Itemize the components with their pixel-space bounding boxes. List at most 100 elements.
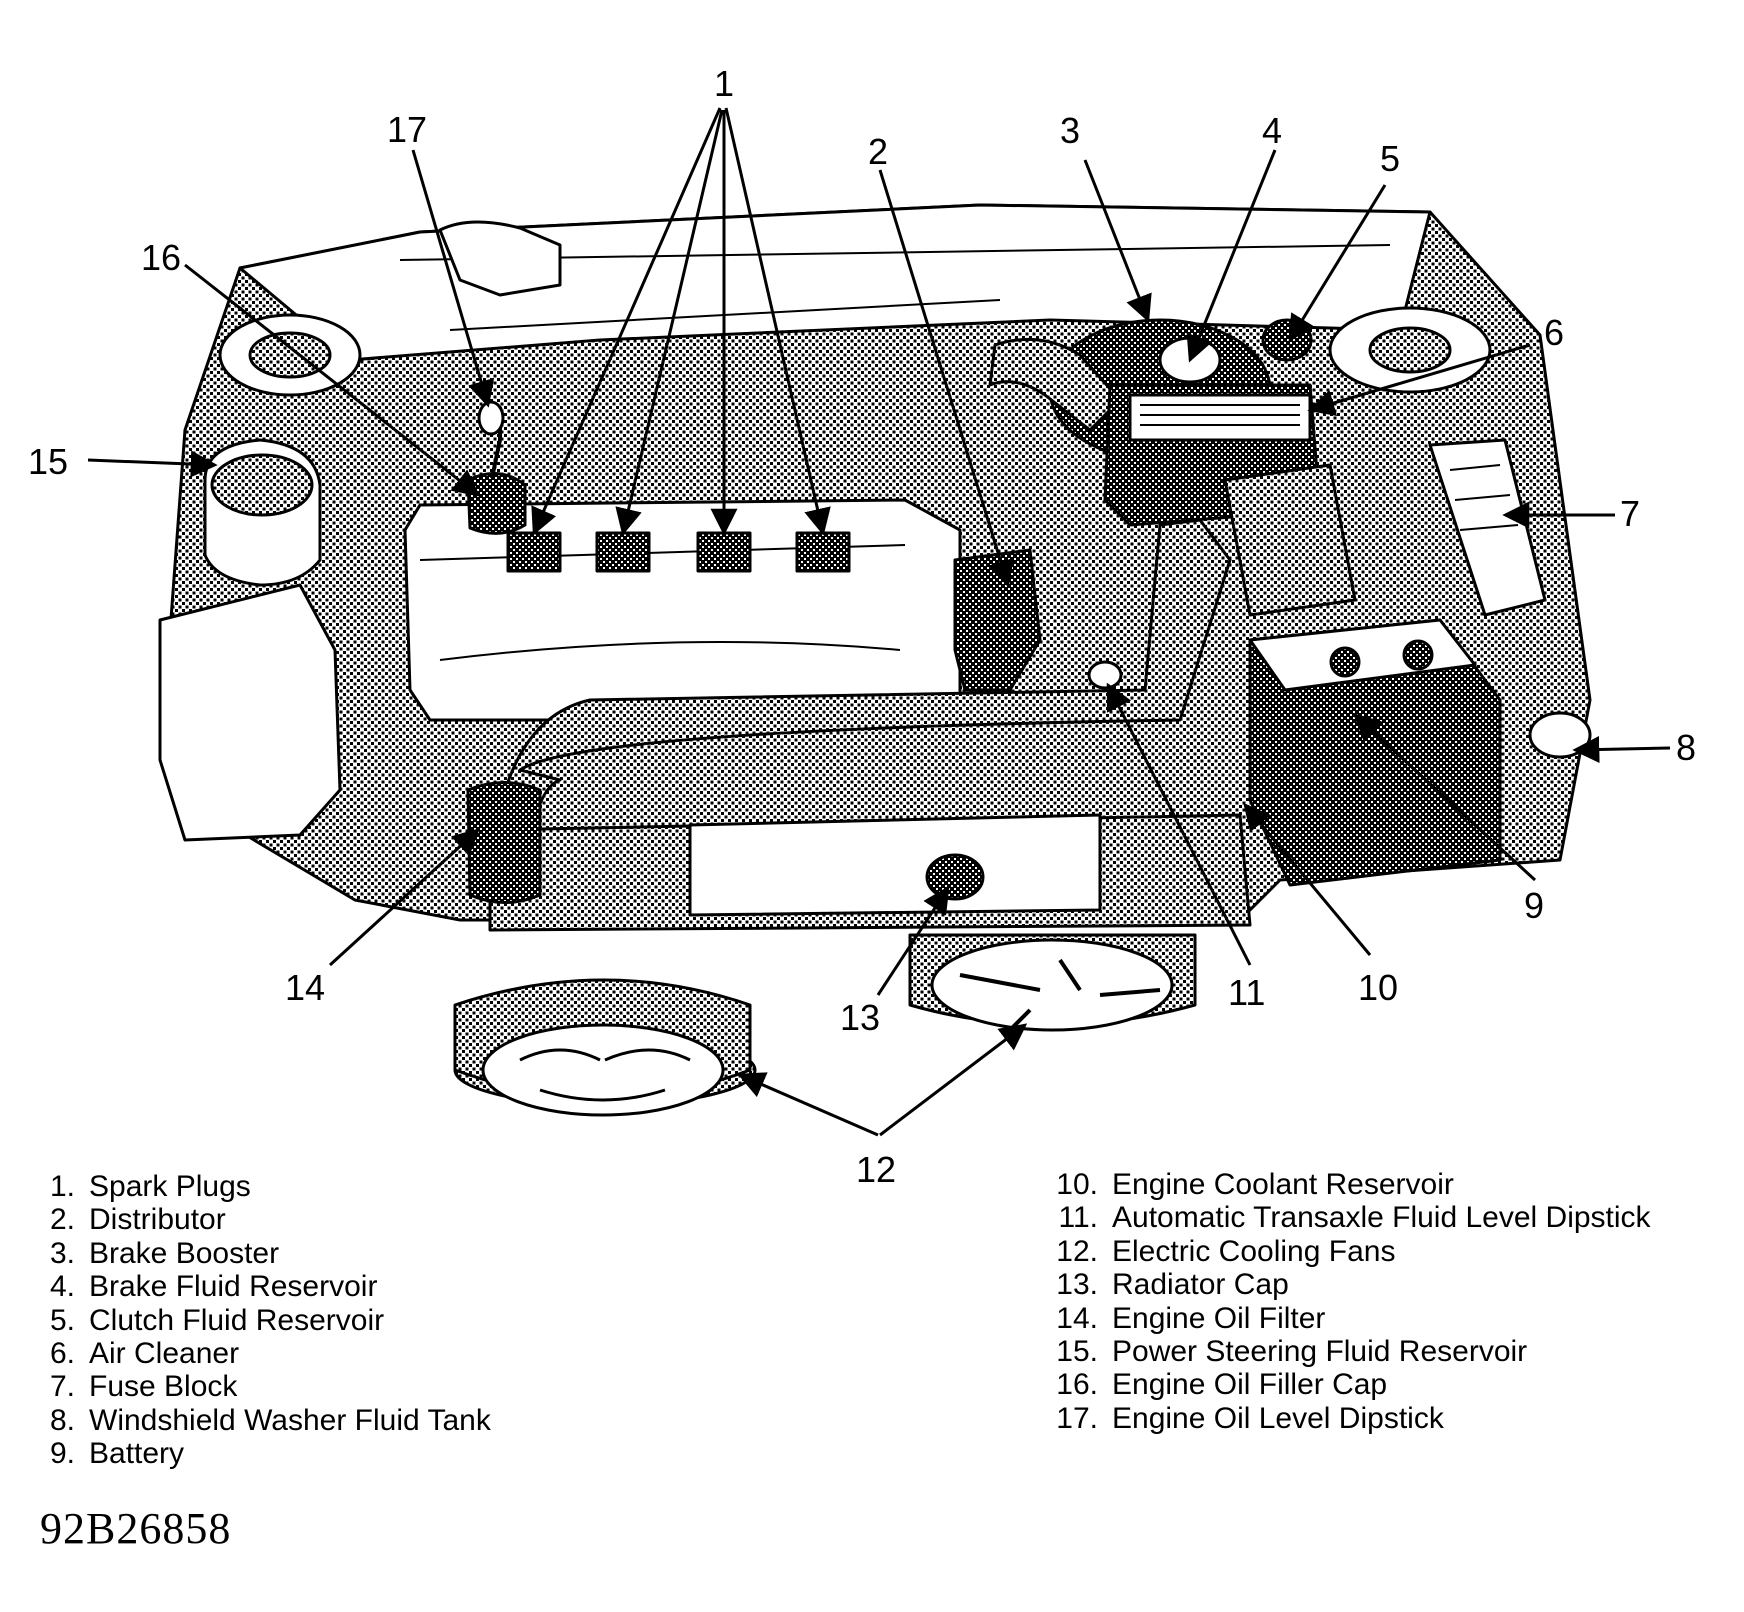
legend-item: 2. Distributor [38,1203,491,1236]
callout-14: 14 [285,967,325,1008]
legend-number: 10. [1056,1168,1098,1201]
legend-number: 3. [49,1236,75,1270]
leader-6 [1307,343,1531,417]
leader-4 [1186,149,1277,363]
leader-3 [1083,159,1152,323]
leader-13 [876,885,950,996]
leader-lines [87,107,1671,1137]
leader-14 [328,828,480,967]
leader-1a [531,107,722,536]
leader-10 [1243,802,1372,956]
legend-label: Spark Plugs [89,1170,251,1203]
leader-17 [411,149,495,408]
legend-number: 6. [49,1337,75,1371]
leader-8 [1572,735,1671,763]
legend-label: Brake Booster [89,1236,280,1270]
callout-17: 17 [387,109,427,150]
radiator-cap [925,853,985,901]
callout-1: 1 [714,63,734,104]
legend-item: 14. Engine Oil Filter [1042,1302,1651,1335]
legend-label: Automatic Transaxle Fluid Level Dipstick [1112,1201,1651,1235]
engine-bay-illustration [158,203,1592,1117]
legend-item: 12. Electric Cooling Fans [1042,1235,1651,1268]
legend-number: 8. [49,1403,75,1437]
legend-item: 3. Brake Booster [38,1237,491,1270]
legend-number: 4. [49,1270,75,1304]
clutch-fluid-reservoir [1261,318,1313,362]
spark-plug-boot-1 [506,531,562,573]
legend-number: 11. [1058,1201,1098,1235]
spark-plug-boot-4 [795,531,851,573]
callout-3: 3 [1060,110,1080,151]
legend-number: 5. [49,1303,75,1337]
callout-numbers: 1 2 3 4 5 6 7 8 9 10 11 12 13 14 15 16 1… [28,63,1696,1190]
legend-item: 7. Fuse Block [38,1370,491,1403]
legend-label: Fuse Block [89,1370,238,1404]
legend-left-column: 1. Spark Plugs 2. Distributor 3. Brake Boos… [38,1170,491,1471]
legend-item: 5. Clutch Fluid Reservoir [38,1304,491,1337]
legend-number: 2. [49,1203,75,1237]
legend-label: Brake Fluid Reservoir [89,1270,378,1304]
leader-16 [184,263,481,497]
leader-12a [737,1072,879,1137]
oil-filler-cap [466,472,527,535]
wiper-motor [438,220,562,297]
figure-id: 92B26858 [40,1504,232,1553]
callout-8: 8 [1676,727,1696,768]
legend-number: 14. [1056,1301,1098,1335]
transaxle-dipstick [1087,660,1123,690]
legend-label: Windshield Washer Fluid Tank [89,1403,491,1437]
legend-item: 17. Engine Oil Level Dipstick [1042,1402,1651,1435]
washer-tank-left [158,583,342,842]
legend-number: 1. [49,1170,75,1203]
leader-9 [1353,713,1537,882]
legend-number: 16. [1056,1368,1098,1402]
legend-number: 12. [1056,1234,1098,1268]
leader-2 [878,169,1014,588]
legend-number: 17. [1056,1401,1098,1435]
legend-number: 7. [49,1370,75,1404]
callout-10: 10 [1358,967,1398,1008]
legend-label: Engine Oil Level Dipstick [1112,1401,1444,1435]
leader-11 [1106,682,1252,966]
leader-12b [879,1023,1028,1137]
legend-item: 15. Power Steering Fluid Reservoir [1042,1335,1651,1368]
legend-label: Clutch Fluid Reservoir [89,1303,385,1337]
leader-5 [1288,184,1387,343]
legend-label: Engine Oil Filter [1112,1301,1326,1335]
callout-12: 12 [856,1149,896,1190]
spark-plug-boot-2 [595,531,651,573]
legend-label: Distributor [89,1203,226,1237]
legend-item: 9. Battery [38,1437,491,1470]
legend-label: Electric Cooling Fans [1112,1234,1396,1268]
callout-11: 11 [1228,972,1265,1013]
legend-label: Battery [89,1437,185,1471]
legend-label: Air Cleaner [89,1337,240,1371]
callout-2: 2 [868,131,888,172]
legend-label: Power Steering Fluid Reservoir [1112,1335,1528,1369]
legend-item: 16. Engine Oil Filler Cap [1042,1368,1651,1401]
callout-13: 13 [840,997,880,1038]
legend-label: Engine Oil Filler Cap [1112,1368,1388,1402]
callout-7: 7 [1620,493,1640,534]
legend-item: 4. Brake Fluid Reservoir [38,1270,491,1303]
legend-item: 11. Automatic Transaxle Fluid Level Dipst… [1042,1201,1651,1234]
legend-number: 9. [49,1437,75,1471]
coolant-reservoir [1223,463,1357,617]
distributor [953,548,1042,692]
legend-item: 13.Radiator Cap [1042,1268,1651,1301]
legend-label: Engine Coolant Reservoir [1112,1168,1454,1201]
legend-right-column: 10. Engine Coolant Reservoir 11. Automatic… [1042,1168,1651,1435]
legend-number: 13. [1056,1268,1098,1302]
callout-6: 6 [1544,312,1564,353]
leader-1d [724,107,831,536]
legend-item: 1. Spark Plugs [38,1170,491,1203]
callout-9: 9 [1524,885,1544,926]
leader-1b [615,109,724,536]
spark-plug-boot-3 [696,531,752,573]
callout-4: 4 [1262,110,1282,151]
legend-number: 15. [1056,1335,1098,1369]
legend-item: 10. Engine Coolant Reservoir [1042,1168,1651,1201]
callout-15: 15 [28,441,68,482]
